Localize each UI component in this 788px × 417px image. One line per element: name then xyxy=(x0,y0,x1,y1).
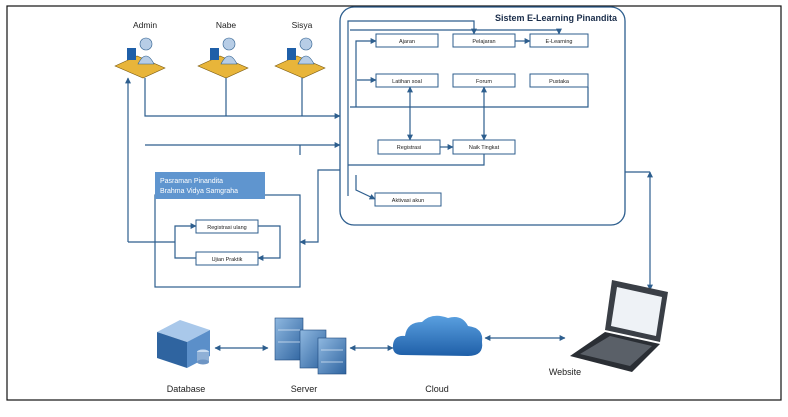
module-registrasi: Registrasi xyxy=(377,139,441,155)
svg-text:Latihan soal: Latihan soal xyxy=(392,79,422,85)
server-icon xyxy=(274,317,347,375)
cloud-icon xyxy=(392,315,483,356)
svg-text:Registrasi: Registrasi xyxy=(397,145,421,151)
server-label: Server xyxy=(291,384,318,394)
svg-text:Forum: Forum xyxy=(476,79,492,85)
module-registrasi-ulang: Registrasi ulang xyxy=(195,219,259,234)
pasraman-title-line1: Pasraman Pinandita xyxy=(160,178,223,185)
nabe-actor-icon xyxy=(197,37,249,79)
actor-admin-label: Admin xyxy=(133,20,157,30)
pasraman-box: Pasraman Pinandita Brahma Vidya Samgraha xyxy=(154,172,301,288)
module-ajaran: Ajaran xyxy=(375,33,439,48)
svg-text:Ajaran: Ajaran xyxy=(399,39,415,45)
module-forum: Forum xyxy=(452,73,516,88)
svg-text:Ujian Praktik: Ujian Praktik xyxy=(212,257,243,263)
svg-text:Aktivasi akun: Aktivasi akun xyxy=(392,198,424,204)
module-pustaka: Pustaka xyxy=(529,73,589,88)
laptop-icon xyxy=(570,280,668,372)
module-latihan-soal: Latihan soal xyxy=(375,73,439,88)
svg-text:Registrasi ulang: Registrasi ulang xyxy=(207,225,246,231)
svg-text:Naik Tingkat: Naik Tingkat xyxy=(469,145,500,151)
module-aktivasi-akun: Aktivasi akun xyxy=(374,192,442,207)
sisya-actor-icon xyxy=(274,37,326,79)
svg-text:Pelajaran: Pelajaran xyxy=(472,39,495,45)
system-title: Sistem E-Learning Pinandita xyxy=(495,13,618,23)
database-label: Database xyxy=(167,384,206,394)
svg-text:E-Learning: E-Learning xyxy=(546,39,573,45)
database-icon xyxy=(157,320,210,368)
cloud-label: Cloud xyxy=(425,384,449,394)
module-naik-tingkat: Naik Tingkat xyxy=(452,139,516,155)
connectors xyxy=(125,20,653,351)
module-pelajaran: Pelajaran xyxy=(452,33,516,48)
actor-nabe-label: Nabe xyxy=(216,20,237,30)
module-ujian-praktik: Ujian Praktik xyxy=(195,251,259,266)
website-label: Website xyxy=(549,367,581,377)
admin-actor-icon xyxy=(114,37,166,79)
outer-frame xyxy=(6,5,782,401)
actor-sisya-label: Sisya xyxy=(292,20,313,30)
module-elearning: E-Learning xyxy=(529,33,589,48)
pasraman-title-line2: Brahma Vidya Samgraha xyxy=(160,188,238,195)
svg-text:Pustaka: Pustaka xyxy=(549,79,570,85)
